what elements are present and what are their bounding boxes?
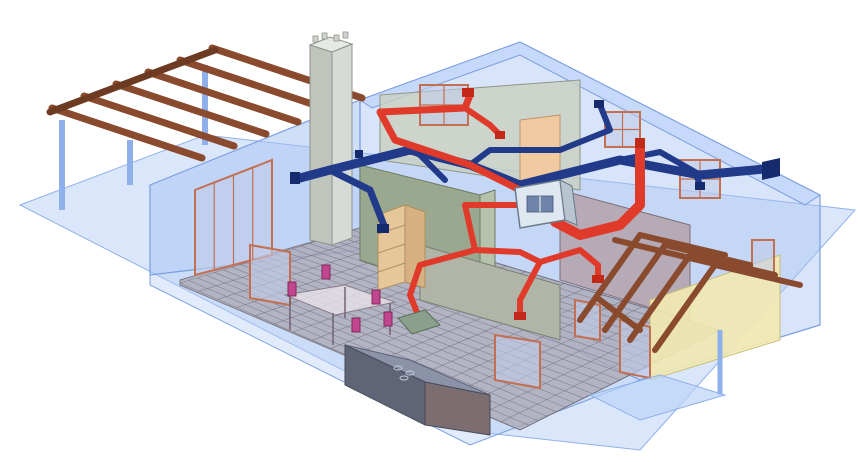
floor-grid-line — [198, 230, 390, 292]
chimney-block — [312, 35, 319, 43]
chimney-block — [333, 34, 340, 42]
supply-duct-dining — [407, 202, 523, 323]
supply-vent — [495, 131, 505, 139]
truss-rafter — [577, 232, 643, 323]
extract-duct-left-branch — [326, 166, 389, 232]
supply-vents — [462, 88, 645, 320]
roof-trusses — [577, 232, 803, 353]
chair — [371, 289, 381, 305]
counter-side — [424, 381, 491, 436]
pergola-beam — [176, 56, 334, 114]
supply-vent — [592, 275, 604, 283]
shelf-board — [377, 243, 406, 254]
truss-rafter — [627, 252, 693, 343]
chimney-side — [331, 43, 353, 246]
kitchen-counter — [344, 344, 491, 436]
truss-rafter — [602, 242, 668, 333]
extract-duct-back-branch — [467, 102, 613, 168]
burner — [405, 370, 415, 376]
chimney-crenellation — [312, 31, 349, 43]
chimney — [308, 31, 354, 246]
extract-vents — [290, 100, 780, 233]
extract-vent — [594, 100, 604, 108]
supply-duct-right — [537, 247, 601, 281]
truss-tie — [597, 297, 643, 333]
truss-rafter — [687, 252, 778, 278]
truss-rafter — [637, 232, 728, 258]
window-front-right — [494, 333, 541, 390]
truss-rafter — [662, 242, 753, 268]
pergola — [46, 44, 366, 210]
truss-rafter — [652, 262, 718, 353]
front-step — [588, 374, 727, 421]
supply-vent — [635, 138, 645, 148]
dining-table-top — [283, 284, 397, 316]
shelf-board — [377, 262, 406, 273]
pergola-beam — [112, 80, 270, 138]
wall-top-rim — [358, 41, 821, 206]
supply-vent — [514, 312, 526, 320]
pergola-beam — [144, 68, 302, 126]
pergola-beam — [48, 104, 206, 162]
burner — [399, 375, 409, 381]
supply-vent — [462, 88, 474, 97]
glazed-door-front — [249, 243, 291, 307]
chimney-block — [321, 32, 328, 40]
dining-table-legs — [289, 287, 391, 345]
extract-duct-main — [295, 145, 780, 190]
pergola-beam — [80, 92, 238, 150]
cooktop-burners — [393, 365, 415, 381]
extract-vent — [355, 150, 363, 158]
pergola-ridge-beam — [46, 46, 219, 116]
dining-chairs — [287, 264, 393, 333]
extract-intake-hood — [762, 158, 780, 180]
dining-set — [283, 264, 397, 345]
supply-ducts — [376, 91, 645, 323]
pergola-posts — [59, 65, 208, 210]
extract-vent — [695, 182, 705, 190]
supply-duct-main — [550, 140, 645, 240]
extract-vent — [377, 224, 389, 233]
burner — [393, 365, 403, 371]
hvac-unit-side — [559, 179, 578, 226]
chimney-block — [342, 31, 349, 39]
heat-recovery-unit — [514, 179, 578, 229]
chair — [351, 317, 361, 333]
chair — [321, 264, 331, 280]
chair — [287, 281, 297, 297]
distribution-plenum — [397, 309, 441, 335]
truss-purlin — [612, 237, 763, 278]
pergola-beams — [48, 44, 366, 162]
chair — [383, 311, 393, 327]
extract-vent — [290, 172, 300, 184]
extract-duct-kitchen-branch — [407, 147, 448, 183]
chimney-front — [309, 44, 333, 246]
chimney-top — [308, 36, 354, 53]
